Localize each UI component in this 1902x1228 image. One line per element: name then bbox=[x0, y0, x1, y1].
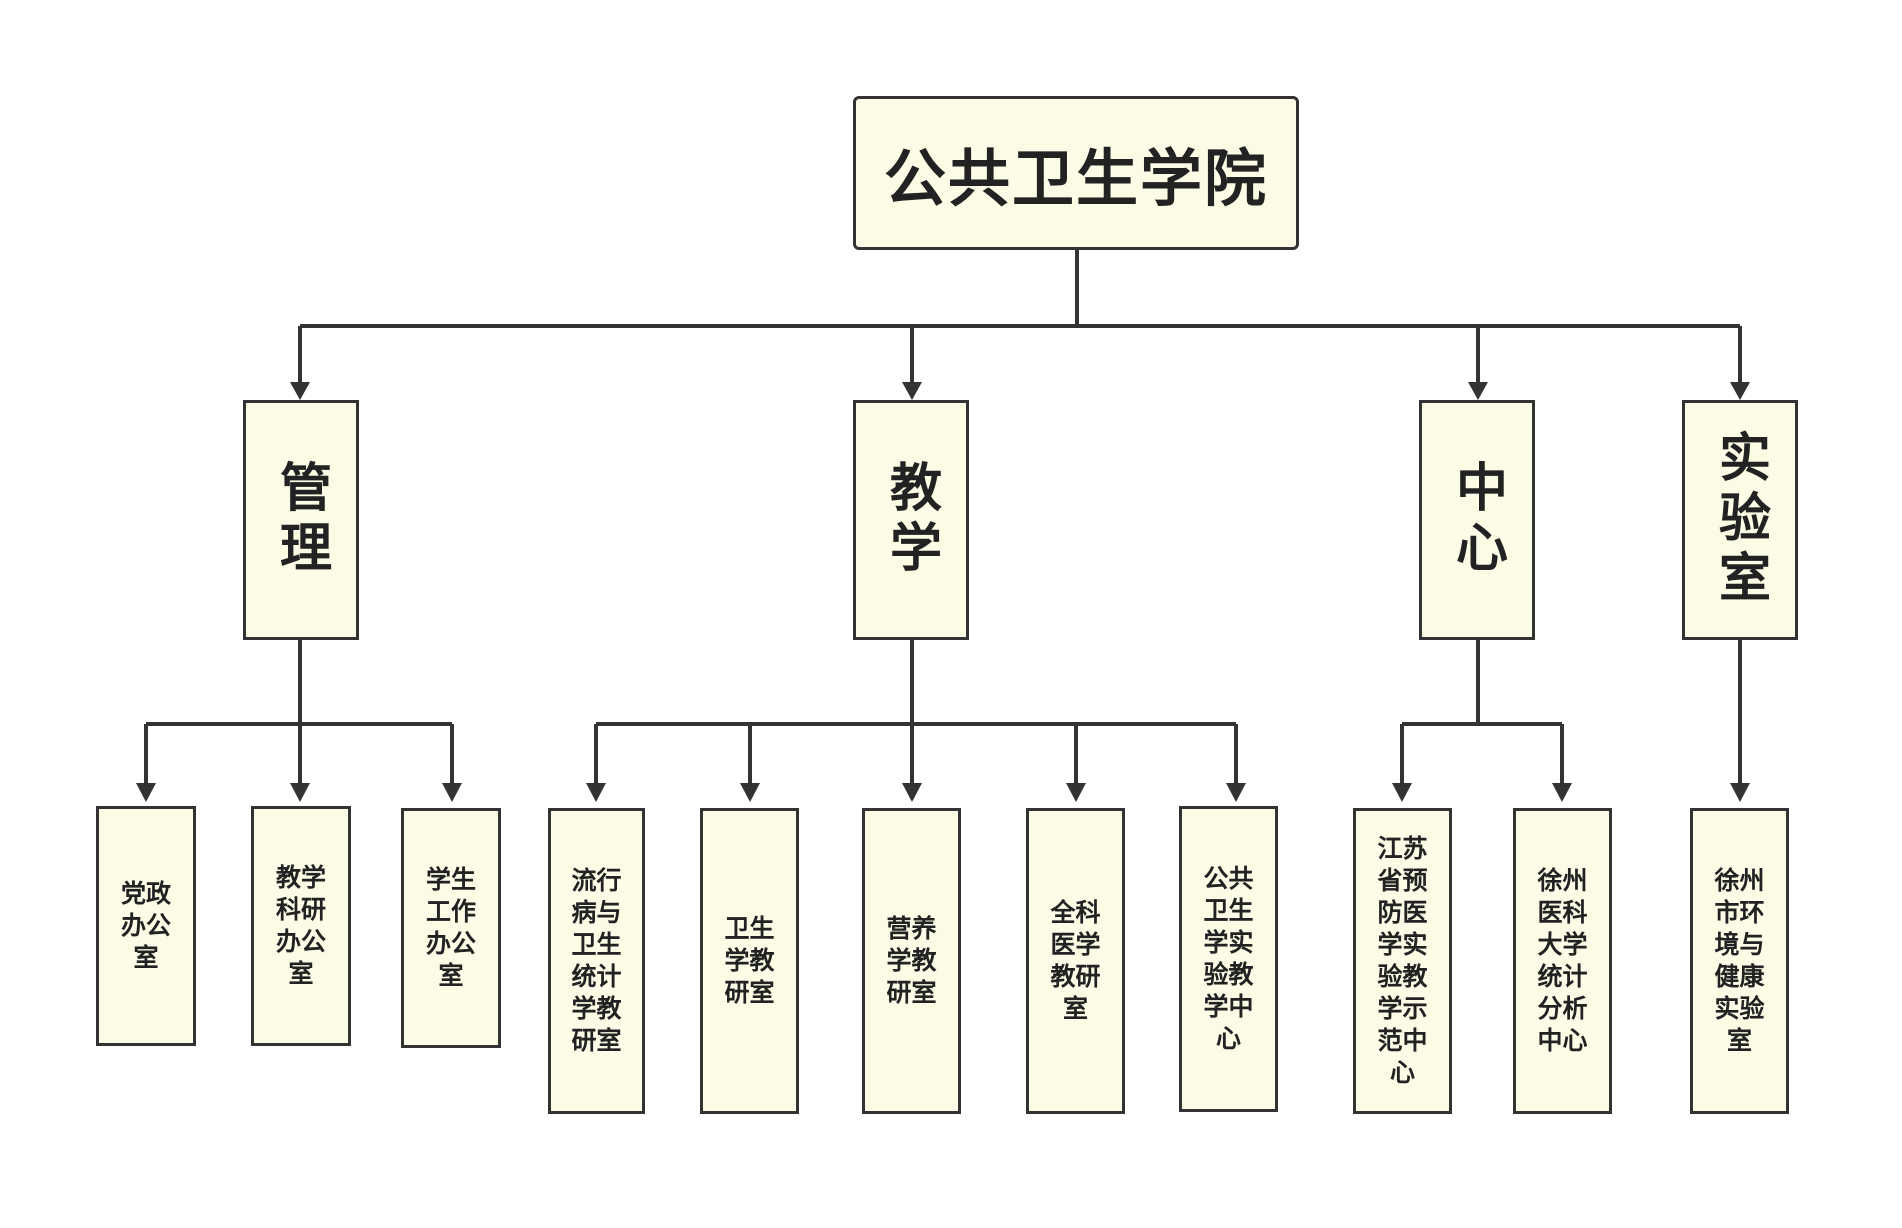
arrow-to-shiyanshi bbox=[1730, 382, 1750, 400]
arrow-to-jiangsu-center bbox=[1392, 783, 1412, 802]
unit-label: 教学科研办公室 bbox=[275, 863, 326, 988]
arrow-to-jiaoxue-keyan bbox=[290, 783, 310, 802]
unit-xuzhou-environment-lab: 徐州市环境与健康实验室 bbox=[1690, 808, 1789, 1114]
unit-label: 公共卫生学实验教学中心 bbox=[1203, 864, 1254, 1053]
unit-public-health-lab-center: 公共卫生学实验教学中心 bbox=[1179, 806, 1278, 1112]
arrow-to-xuesheng-gongzuo bbox=[442, 783, 462, 802]
category-jiaoxue: 教学 bbox=[853, 400, 969, 640]
connector-guanli-group bbox=[144, 640, 454, 783]
root-label: 公共卫生学院 bbox=[883, 142, 1268, 215]
category-label: 教学 bbox=[880, 460, 941, 580]
unit-label: 卫生学教研室 bbox=[724, 914, 775, 1007]
unit-label: 全科医学教研室 bbox=[1050, 898, 1101, 1023]
arrow-to-shiyan-jiaoxue bbox=[1226, 783, 1246, 802]
arrow-to-zhongxin bbox=[1468, 382, 1488, 400]
unit-jiangsu-demo-center: 江苏省预防医学实验教学示范中心 bbox=[1353, 808, 1452, 1114]
unit-teaching-research-office: 教学科研办公室 bbox=[251, 806, 351, 1046]
category-label: 中心 bbox=[1446, 460, 1507, 580]
connector-jiaoxue-group bbox=[594, 640, 1238, 783]
arrow-to-liuxingbing bbox=[586, 783, 606, 802]
arrow-to-guanli bbox=[290, 382, 310, 400]
category-zhongxin: 中心 bbox=[1419, 400, 1535, 640]
unit-label: 党政办公室 bbox=[120, 879, 171, 972]
connector-zhongxin-group bbox=[1400, 640, 1564, 783]
unit-student-affairs-office: 学生工作办公室 bbox=[401, 808, 501, 1048]
arrow-to-tongji-center bbox=[1552, 783, 1572, 802]
unit-dangzheng-office: 党政办公室 bbox=[96, 806, 196, 1046]
category-label: 管理 bbox=[270, 460, 331, 580]
category-label: 实验室 bbox=[1709, 430, 1770, 610]
unit-label: 徐州医科大学统计分析中心 bbox=[1537, 866, 1588, 1055]
unit-hygiene-teaching: 卫生学教研室 bbox=[700, 808, 799, 1114]
arrow-to-jiaoxue bbox=[902, 382, 922, 400]
unit-nutrition-teaching: 营养学教研室 bbox=[862, 808, 961, 1114]
arrow-to-weishengxue bbox=[740, 783, 760, 802]
unit-label: 徐州市环境与健康实验室 bbox=[1714, 866, 1765, 1055]
root-node: 公共卫生学院 bbox=[853, 96, 1299, 250]
unit-label: 营养学教研室 bbox=[886, 914, 937, 1007]
unit-xzmu-statistics-center: 徐州医科大学统计分析中心 bbox=[1513, 808, 1612, 1114]
unit-label: 流行病与卫生统计学教研室 bbox=[571, 866, 622, 1055]
arrow-to-xuzhou-lab bbox=[1730, 783, 1750, 802]
unit-epidemiology-statistics: 流行病与卫生统计学教研室 bbox=[548, 808, 645, 1114]
unit-label: 江苏省预防医学实验教学示范中心 bbox=[1377, 834, 1428, 1087]
category-shiyanshi: 实验室 bbox=[1682, 400, 1798, 640]
arrow-to-quanke bbox=[1066, 783, 1086, 802]
arrow-to-dangzheng bbox=[136, 783, 156, 802]
unit-general-medicine-teaching: 全科医学教研室 bbox=[1026, 808, 1125, 1114]
unit-label: 学生工作办公室 bbox=[425, 865, 476, 990]
category-guanli: 管理 bbox=[243, 400, 359, 640]
arrow-to-yingyangxue bbox=[902, 783, 922, 802]
